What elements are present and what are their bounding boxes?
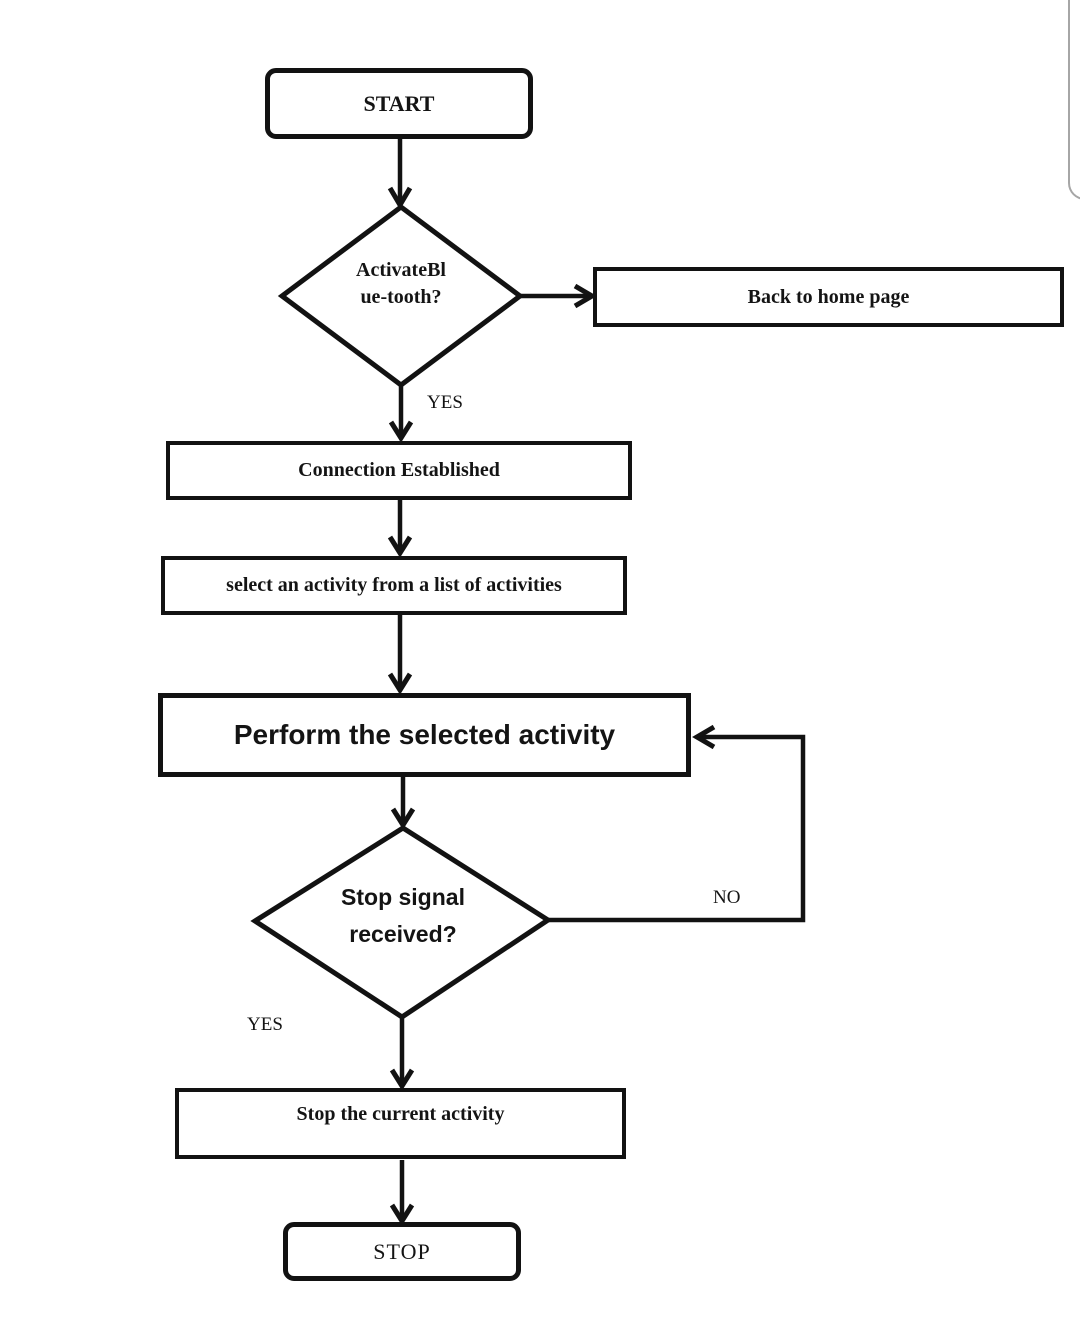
edge-connection-to-select <box>387 500 413 558</box>
edge-bluetooth-to-backhome <box>521 283 597 309</box>
decision-stop-signal-label: Stop signal received? <box>253 879 553 953</box>
edge-label-no-loop: NO <box>713 887 741 908</box>
select-activity-node: select an activity from a list of activi… <box>161 556 627 615</box>
stop-node: STOP <box>283 1222 521 1281</box>
edge-bluetooth-to-connection <box>388 386 414 443</box>
edge-start-to-bluetooth <box>387 139 413 210</box>
connection-established-node: Connection Established <box>166 441 632 500</box>
edge-label-yes-bluetooth: YES <box>427 392 463 413</box>
stop-current-activity-node: Stop the current activity <box>175 1088 626 1159</box>
decision-bluetooth-shape <box>277 203 525 389</box>
scrollbar-thumb[interactable] <box>1068 0 1080 200</box>
perform-activity-node: Perform the selected activity <box>158 693 691 777</box>
back-to-home-node: Back to home page <box>593 267 1064 327</box>
start-node: START <box>265 68 533 139</box>
decision-bluetooth-label: ActivateBl ue-tooth? <box>301 257 501 311</box>
decision-stop-signal-line1: Stop signal <box>341 884 465 910</box>
edge-label-yes-stop: YES <box>247 1014 283 1035</box>
edge-perform-to-stopsignal <box>390 777 416 830</box>
decision-bluetooth-line1: ActivateBl <box>356 259 446 281</box>
edge-select-to-perform <box>387 615 413 695</box>
decision-stop-signal-shape <box>250 825 553 1020</box>
edge-stopsignal-to-stopactivity <box>389 1018 415 1091</box>
decision-bluetooth-line2: ue-tooth? <box>360 286 442 308</box>
decision-stop-signal-line2: received? <box>349 921 457 947</box>
edge-stopactivity-to-stop <box>389 1160 415 1226</box>
edge-no-loop-to-perform <box>548 724 806 923</box>
